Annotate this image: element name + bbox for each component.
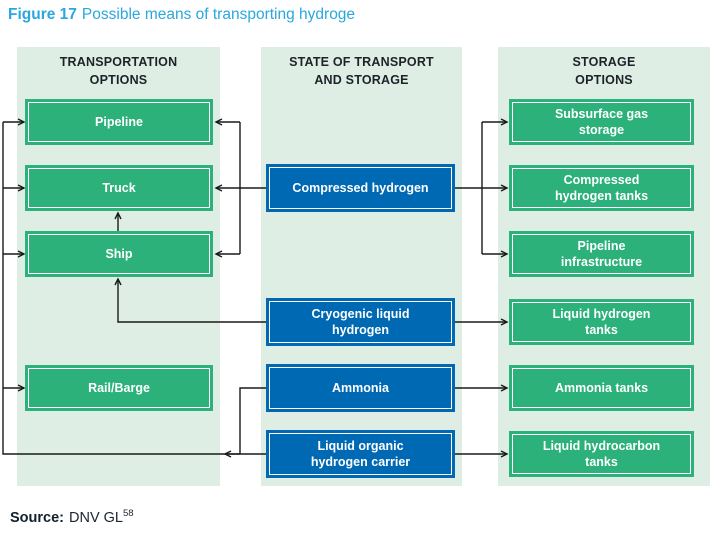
node-cryogenic-liquid-hydrogen: Cryogenic liquid hydrogen bbox=[266, 298, 455, 346]
source-text: DNV GL bbox=[69, 509, 123, 526]
node-compressed-hydrogen-tanks: Compressed hydrogen tanks bbox=[509, 165, 694, 211]
node-subsurface-gas-storage: Subsurface gas storage bbox=[509, 99, 694, 145]
panel-state-of-transport: STATE OF TRANSPORT AND STORAGE bbox=[261, 47, 462, 486]
node-liquid-organic-hydrogen-carrier: Liquid organic hydrogen carrier bbox=[266, 430, 455, 478]
node-ship: Ship bbox=[25, 231, 213, 277]
source-label: Source: bbox=[10, 509, 64, 526]
node-pipeline: Pipeline bbox=[25, 99, 213, 145]
node-ammonia-tanks: Ammonia tanks bbox=[509, 365, 694, 411]
edge-cryogenic-to-ship-truck bbox=[118, 213, 266, 323]
edge-lohc-ammonia-to-transport bbox=[2, 122, 266, 454]
edge-compressed-hydrogen-to-transport bbox=[216, 122, 266, 254]
figure-number: Figure 17 bbox=[8, 6, 77, 23]
transportation-options-header: TRANSPORTATION OPTIONS bbox=[59, 55, 178, 88]
state-of-transport-header: STATE OF TRANSPORT AND STORAGE bbox=[289, 55, 434, 88]
source-attribution: Source: DNV GL58 bbox=[10, 508, 134, 526]
node-ammonia: Ammonia bbox=[266, 364, 455, 412]
node-truck: Truck bbox=[25, 165, 213, 211]
node-liquid-hydrocarbon-tanks: Liquid hydrocarbon tanks bbox=[509, 431, 694, 477]
node-rail-barge: Rail/Barge bbox=[25, 365, 213, 411]
node-liquid-hydrogen-tanks: Liquid hydrogen tanks bbox=[509, 299, 694, 345]
node-pipeline-infrastructure: Pipeline infrastructure bbox=[509, 231, 694, 277]
node-compressed-hydrogen: Compressed hydrogen bbox=[266, 164, 455, 212]
storage-options-header: STORAGE OPTIONS bbox=[572, 55, 636, 88]
figure-title-text: Possible means of transporting hydroge bbox=[81, 6, 356, 23]
edge-compressed-hydrogen-to-storage bbox=[455, 122, 507, 254]
source-footnote-number: 58 bbox=[123, 508, 134, 519]
